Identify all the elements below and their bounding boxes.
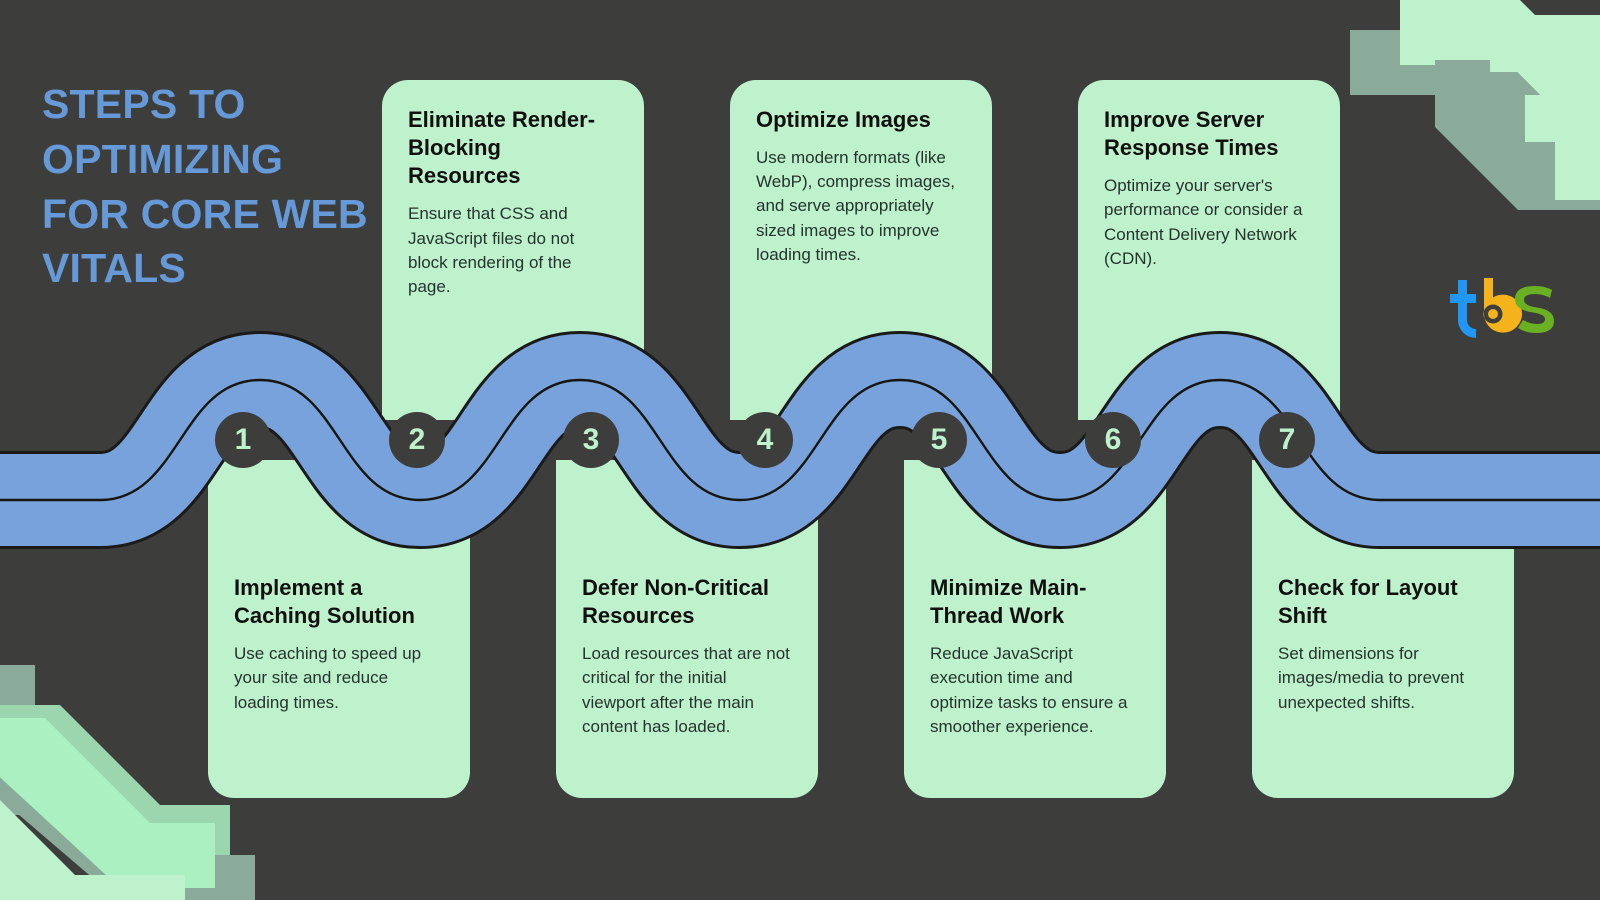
step-card-6: Improve Server Response Times Optimize y… — [1078, 80, 1340, 420]
step-number-label: 4 — [756, 423, 774, 456]
step-card-title: Implement a Caching Solution — [234, 575, 415, 629]
page-title: Steps to Optimizing for Core Web Vitals — [42, 81, 368, 292]
step-card-title: Defer Non-Critical Resources — [582, 575, 770, 629]
step-number-label: 2 — [408, 423, 426, 456]
step-card-title: Improve Server Response Times — [1104, 107, 1279, 161]
step-number-4[interactable]: 4 — [737, 412, 793, 468]
step-card-4: Optimize Images Use modern formats (like… — [730, 80, 992, 420]
step-number-label: 1 — [234, 423, 252, 456]
step-number-6[interactable]: 6 — [1085, 412, 1141, 468]
step-card-body: Optimize your server's performance or co… — [1104, 176, 1303, 268]
step-card-body: Load resources that are not critical for… — [582, 644, 790, 736]
step-card-body: Use caching to speed up your site and re… — [234, 644, 422, 712]
step-card-1: Implement a Caching Solution Use caching… — [208, 460, 470, 798]
step-number-label: 7 — [1278, 423, 1296, 456]
step-card-title: Optimize Images — [756, 107, 931, 132]
step-number-label: 5 — [930, 423, 948, 456]
step-number-label: 6 — [1104, 423, 1122, 456]
step-card-5: Minimize Main-Thread Work Reduce JavaScr… — [904, 460, 1166, 798]
step-card-7: Check for Layout Shift Set dimensions fo… — [1252, 460, 1514, 798]
step-card-3: Defer Non-Critical Resources Load resour… — [556, 460, 818, 798]
step-card-title: Check for Layout Shift — [1278, 575, 1458, 629]
step-card-2: Eliminate Render-Blocking Resources Ensu… — [382, 80, 644, 420]
step-number-3[interactable]: 3 — [563, 412, 619, 468]
step-card-body: Reduce JavaScript execution time and opt… — [930, 644, 1128, 736]
step-card-title: Minimize Main-Thread Work — [930, 575, 1087, 629]
chevron-decoration-top-right — [1350, 0, 1600, 210]
step-number-label: 3 — [582, 423, 600, 456]
step-card-body: Ensure that CSS and JavaScript files do … — [408, 204, 575, 296]
step-card-body: Set dimensions for images/media to preve… — [1278, 644, 1465, 712]
step-number-5[interactable]: 5 — [911, 412, 967, 468]
step-card-title: Eliminate Render-Blocking Resources — [408, 107, 596, 189]
tbs-logo[interactable] — [1444, 276, 1556, 338]
step-card-body: Use modern formats (like WebP), compress… — [756, 148, 956, 264]
step-number-2[interactable]: 2 — [389, 412, 445, 468]
step-number-7[interactable]: 7 — [1259, 412, 1315, 468]
step-number-1[interactable]: 1 — [215, 412, 271, 468]
